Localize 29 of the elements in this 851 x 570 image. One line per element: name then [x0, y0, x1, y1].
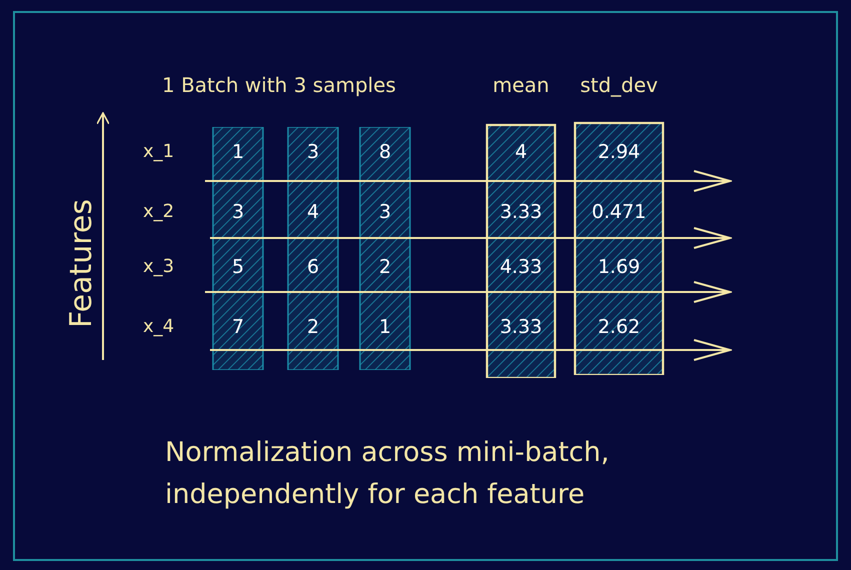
caption-text: Normalization across mini-batch, independently for each feature: [165, 436, 610, 512]
value-text: 4: [306, 201, 320, 223]
value-text: 8: [378, 141, 392, 163]
value-text: 2.94: [596, 141, 642, 163]
value-text: 3: [378, 201, 392, 223]
value-text: 5: [230, 256, 246, 278]
axis-label: Features: [64, 199, 99, 328]
value-text: 6: [306, 256, 320, 278]
value-text: 3.33: [498, 201, 544, 223]
value-text: 0.471: [590, 201, 648, 223]
value-text: 1: [378, 316, 392, 338]
column-heading: mean: [492, 73, 550, 97]
value-text: 3: [306, 141, 320, 163]
value-text: 3.33: [498, 316, 544, 338]
value-text: 3: [230, 201, 246, 223]
value-text: 7: [230, 316, 246, 338]
feature-label: x_3: [143, 256, 174, 277]
value-text: 2.62: [596, 316, 642, 338]
batch-heading: 1 Batch with 3 samples: [162, 73, 396, 97]
value-text: 2: [306, 316, 320, 338]
feature-label: x_4: [143, 316, 174, 337]
value-text: 2: [378, 256, 392, 278]
value-text: 1.69: [596, 256, 642, 278]
column-heading: std_dev: [579, 73, 659, 97]
value-text: 4: [514, 141, 528, 163]
feature-label: x_1: [143, 141, 174, 162]
value-text: 1: [230, 141, 246, 163]
feature-label: x_2: [143, 201, 174, 222]
value-text: 4.33: [498, 256, 544, 278]
